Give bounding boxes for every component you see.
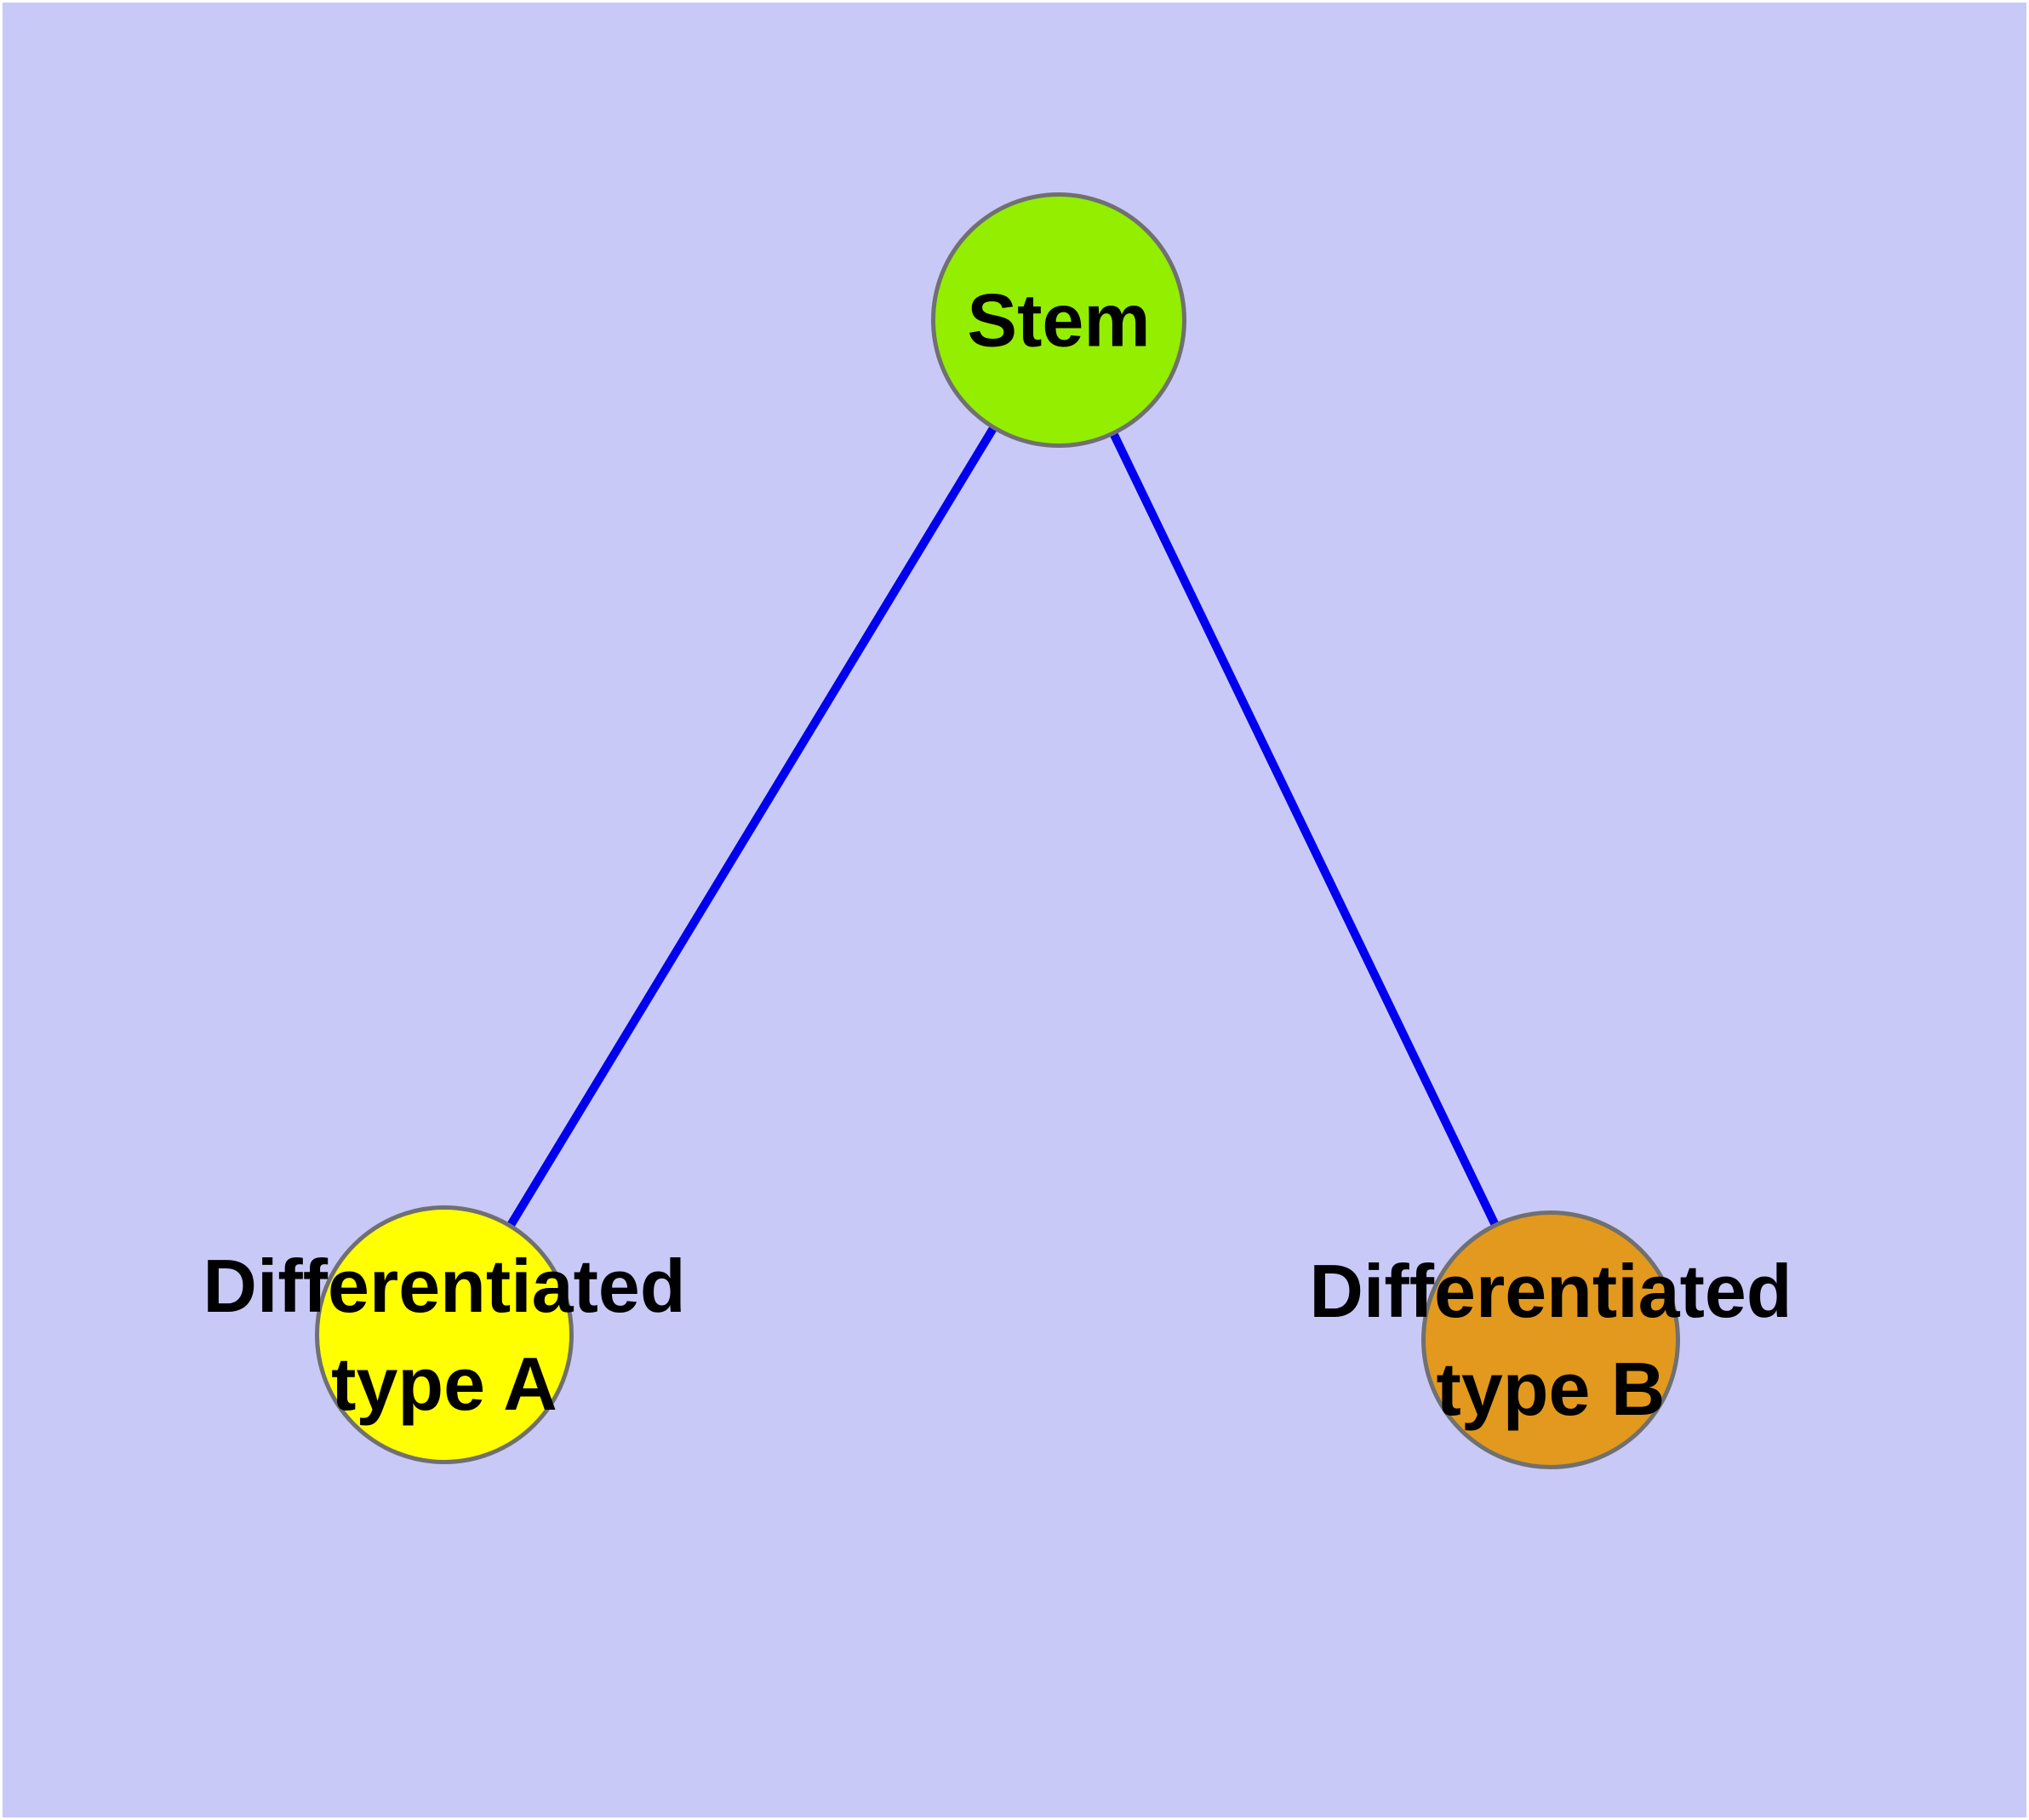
node-type-b-label: Differentiated type B: [1309, 1242, 1792, 1438]
node-stem: Stem: [931, 192, 1186, 448]
node-type-a-label-line2: type A: [331, 1342, 557, 1426]
node-stem-label: Stem: [967, 272, 1150, 369]
node-stem-label-line1: Stem: [967, 278, 1151, 363]
node-differentiated-type-a: Differentiated type A: [203, 1205, 686, 1464]
node-type-b-label-line1: Differentiated: [1309, 1249, 1792, 1333]
node-type-a-label-line1: Differentiated: [203, 1244, 686, 1328]
node-differentiated-type-b: Differentiated type B: [1309, 1210, 1792, 1469]
edge-stem-to-type-a: [440, 318, 1063, 1337]
node-type-b-label-line2: type B: [1436, 1347, 1666, 1431]
node-type-a-label: Differentiated type A: [203, 1237, 685, 1433]
edge-stem-to-type-b: [1055, 318, 1555, 1342]
edges-layer: [440, 318, 1555, 1342]
